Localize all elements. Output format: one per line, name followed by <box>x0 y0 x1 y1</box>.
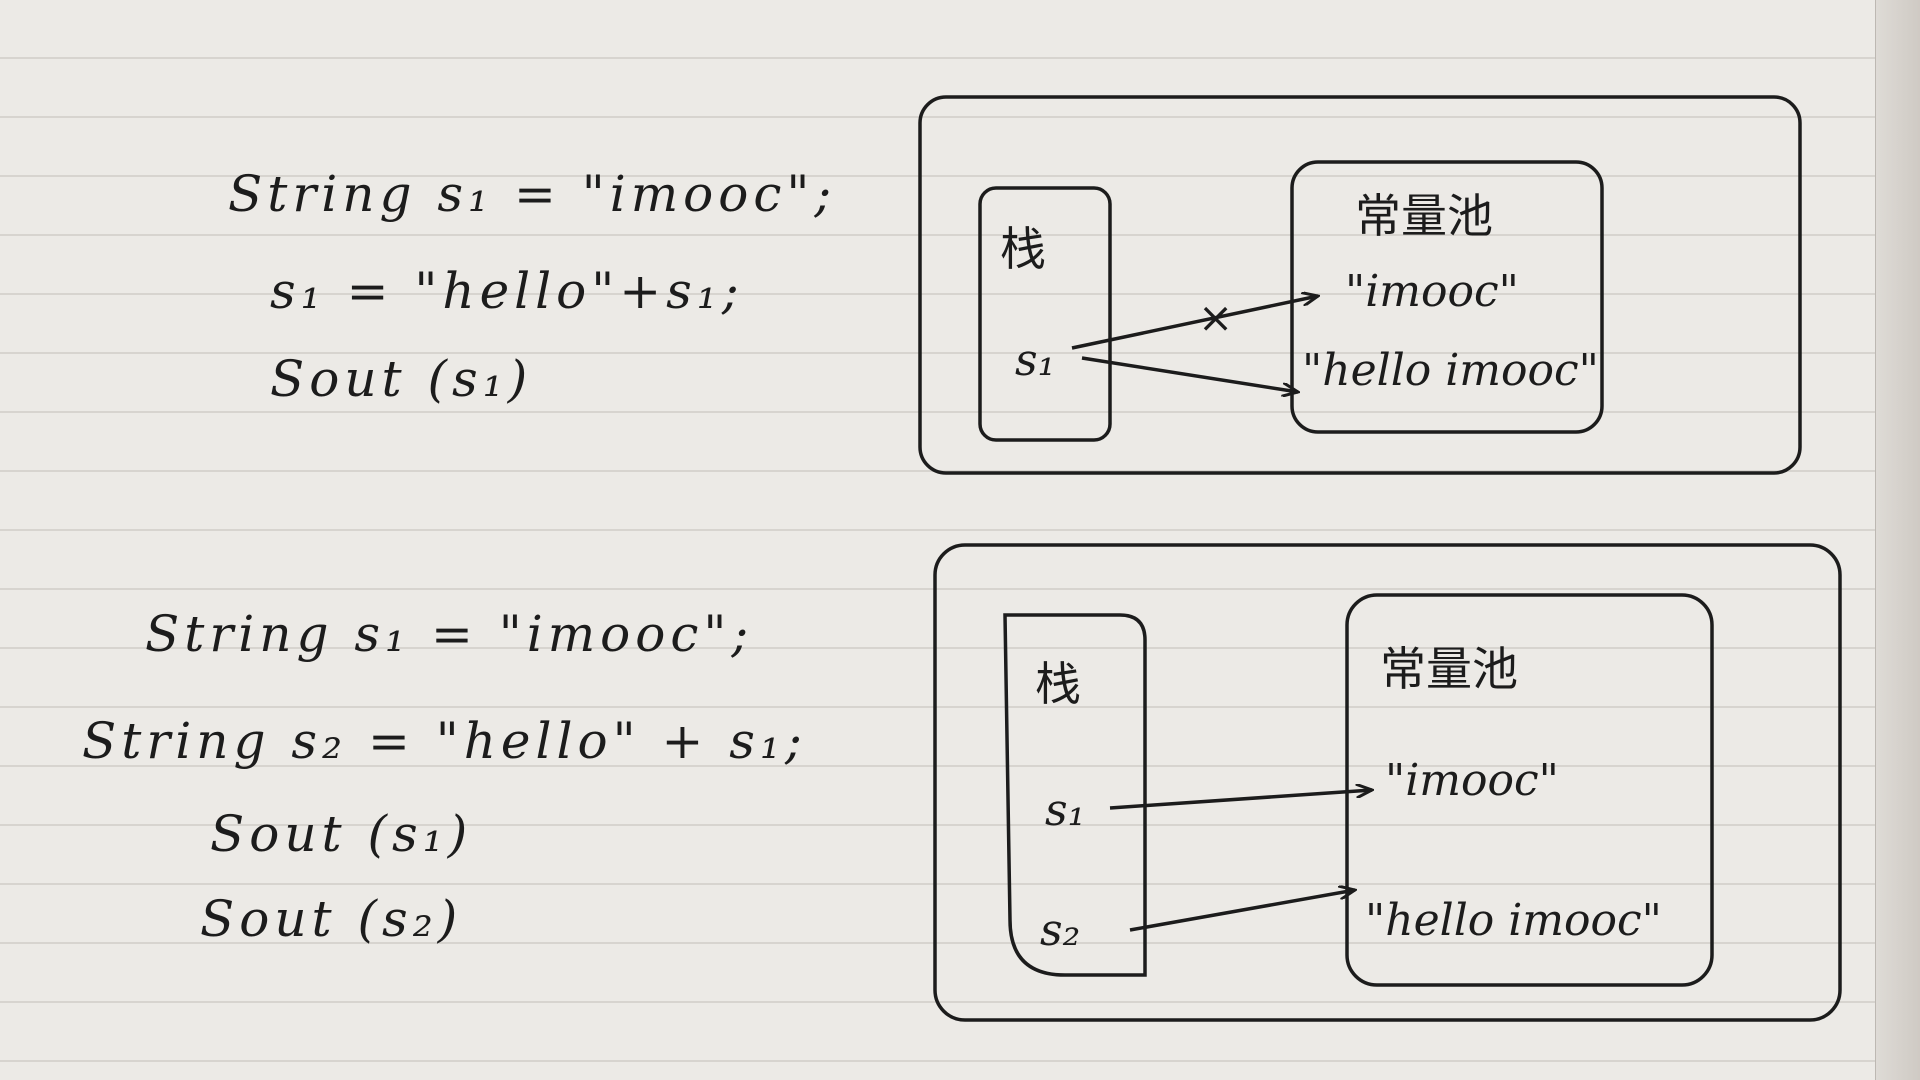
code-bottom-line-3: Sout (s₁) <box>210 805 473 863</box>
diagram-top-arrow-old-reference <box>1071 296 1318 350</box>
diagram-top-pool-label: 常量池 <box>1355 189 1493 243</box>
diagram-top-pool-item-imooc: "imooc" <box>1345 266 1519 317</box>
diagram-bottom-pool-label: 常量池 <box>1380 642 1518 696</box>
diagram-top-var-s1: s₁ <box>1015 335 1055 386</box>
diagram-top: 栈 常量池 s₁ "imooc" "hello imooc" × <box>918 95 1802 475</box>
diagram-bottom-pool-item-imooc: "imooc" <box>1385 755 1559 806</box>
diagram-bottom-var-s2: s₂ <box>1040 905 1080 956</box>
diagram-top-stack-box <box>978 186 1112 442</box>
diagram-bottom-stack-label: 栈 <box>1035 657 1081 711</box>
code-top-line-1: String s₁ = "imooc"; <box>228 165 837 223</box>
diagram-bottom-arrow-s2 <box>1129 890 1355 932</box>
code-bottom-line-2: String s₂ = "hello" + s₁; <box>82 712 807 770</box>
diagram-top-arrow-new-reference <box>1081 356 1298 392</box>
diagram-bottom: 栈 常量池 s₁ s₂ "imooc" "hello imooc" <box>933 543 1842 1022</box>
code-top-line-2: s₁ = "hello"+s₁; <box>270 262 744 320</box>
diagram-top-stack-label: 栈 <box>1000 222 1046 276</box>
diagram-bottom-stack-box <box>1003 613 1147 977</box>
diagram-bottom-arrow-s1 <box>1109 790 1372 810</box>
diagram-bottom-frame <box>933 543 1842 1022</box>
diagram-bottom-var-s1: s₁ <box>1045 785 1085 836</box>
code-bottom-line-1: String s₁ = "imooc"; <box>145 605 754 663</box>
diagram-bottom-pool-item-hello-imooc: "hello imooc" <box>1365 895 1662 946</box>
code-bottom-line-4: Sout (s₂) <box>200 890 463 948</box>
diagram-top-pool-box <box>1290 160 1604 434</box>
diagram-top-frame <box>918 95 1802 475</box>
code-top-line-3: Sout (s₁) <box>270 350 533 408</box>
diagram-top-cross-mark: × <box>1198 293 1233 342</box>
diagram-top-pool-item-hello-imooc: "hello imooc" <box>1302 345 1599 396</box>
